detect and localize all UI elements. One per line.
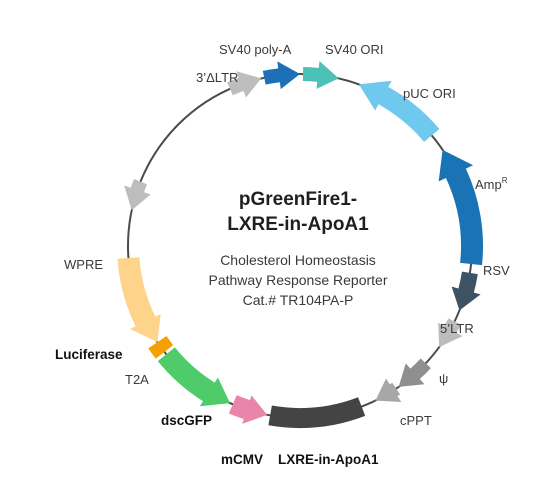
shape-lxre <box>268 397 366 428</box>
shape-ampr <box>438 149 483 266</box>
plasmid-desc-line2: Pathway Response Reporter <box>209 272 388 288</box>
shape-sv40-polya <box>262 61 300 90</box>
label-puc-ori: pUC ORI <box>403 86 456 101</box>
label-dscgfp: dscGFP <box>161 413 212 428</box>
label-5ltr: 5’LTR <box>440 321 474 336</box>
label-wpre: WPRE <box>64 257 103 272</box>
shape-wpre <box>124 178 151 211</box>
label-luciferase: Luciferase <box>55 347 123 362</box>
shape-cppt <box>375 378 402 402</box>
plasmid-name-line1: pGreenFire1- <box>239 189 357 210</box>
label-3ltr: 3’ΔLTR <box>196 70 238 85</box>
shape-t2a <box>148 336 174 359</box>
shape-puc-ori <box>358 80 440 142</box>
label-cppt: cPPT <box>400 413 432 428</box>
label-lxre: LXRE-in-ApoA1 <box>278 452 379 467</box>
label-mcmv: mCMV <box>221 452 263 467</box>
shape-mcmv <box>228 395 268 424</box>
shape-dscgfp <box>157 347 231 407</box>
shape-5ltr <box>438 318 463 348</box>
plasmid-name-line2: LXRE-in-ApoA1 <box>227 214 369 235</box>
shape-rsv <box>451 271 481 311</box>
label-sv40-ori: SV40 ORI <box>325 42 384 57</box>
label-sv40-polya: SV40 poly-A <box>219 42 292 57</box>
shape-3ltr <box>227 71 262 98</box>
features-layer <box>117 61 483 428</box>
shape-sv40-ori <box>302 61 339 89</box>
label-ampr-main: Amp <box>475 177 502 192</box>
label-psi: ψ <box>439 371 448 386</box>
label-ampr-sup: R <box>502 176 508 185</box>
label-ampr: AmpR <box>475 176 508 192</box>
shape-psi <box>398 358 431 387</box>
label-t2a: T2A <box>125 372 149 387</box>
plasmid-desc-line1: Cholesterol Homeostasis <box>220 252 376 268</box>
label-rsv: RSV <box>483 263 510 278</box>
plasmid-desc-line3: Cat.# TR104PA-P <box>243 292 354 308</box>
shape-luciferase <box>117 257 161 343</box>
